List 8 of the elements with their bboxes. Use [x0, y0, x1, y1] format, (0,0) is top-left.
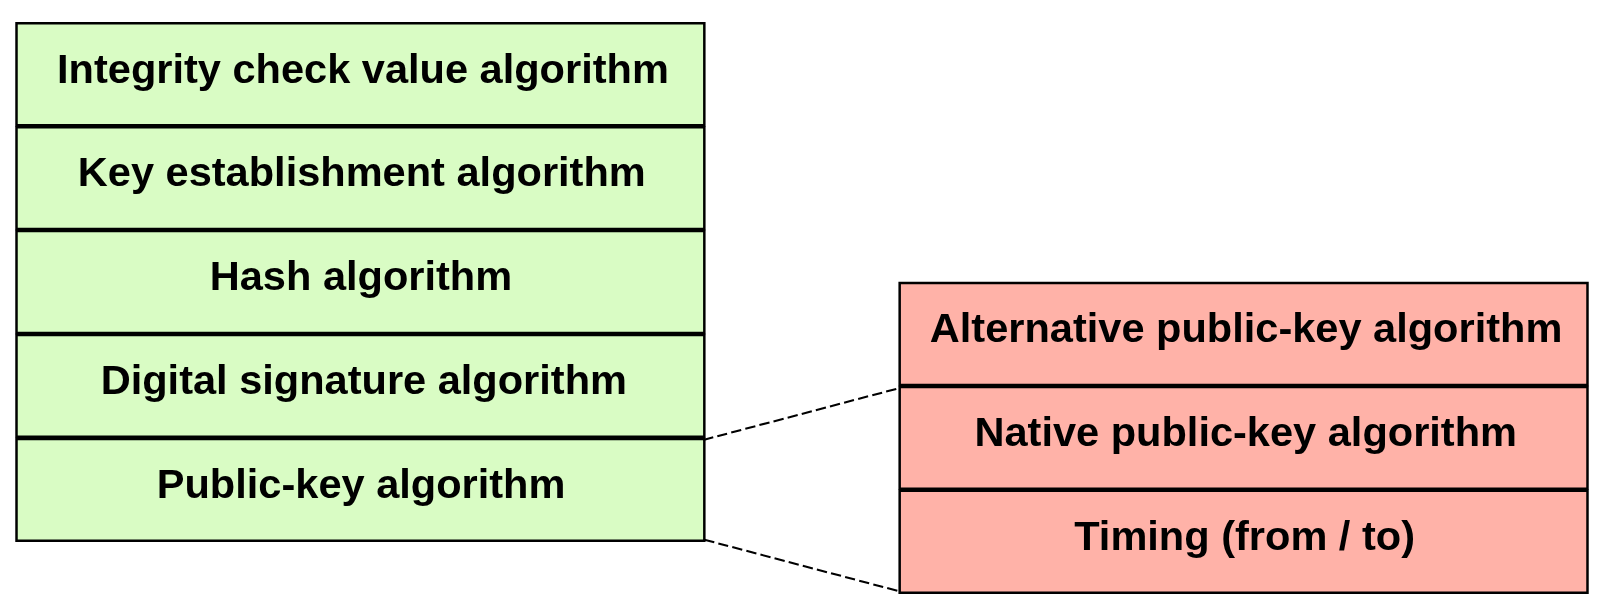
node-box: Integrity check value algorithm	[15, 21, 706, 126]
node-box: Public-key algorithm	[15, 437, 706, 542]
node-box: Timing (from / to)	[898, 489, 1589, 594]
node-box: Alternative public-key algorithm	[898, 281, 1589, 386]
node-box: Key establishment algorithm	[15, 125, 706, 230]
node-box: Native public-key algorithm	[898, 385, 1589, 490]
node-box: Hash algorithm	[15, 229, 706, 334]
node-box: Digital signature algorithm	[15, 333, 706, 438]
